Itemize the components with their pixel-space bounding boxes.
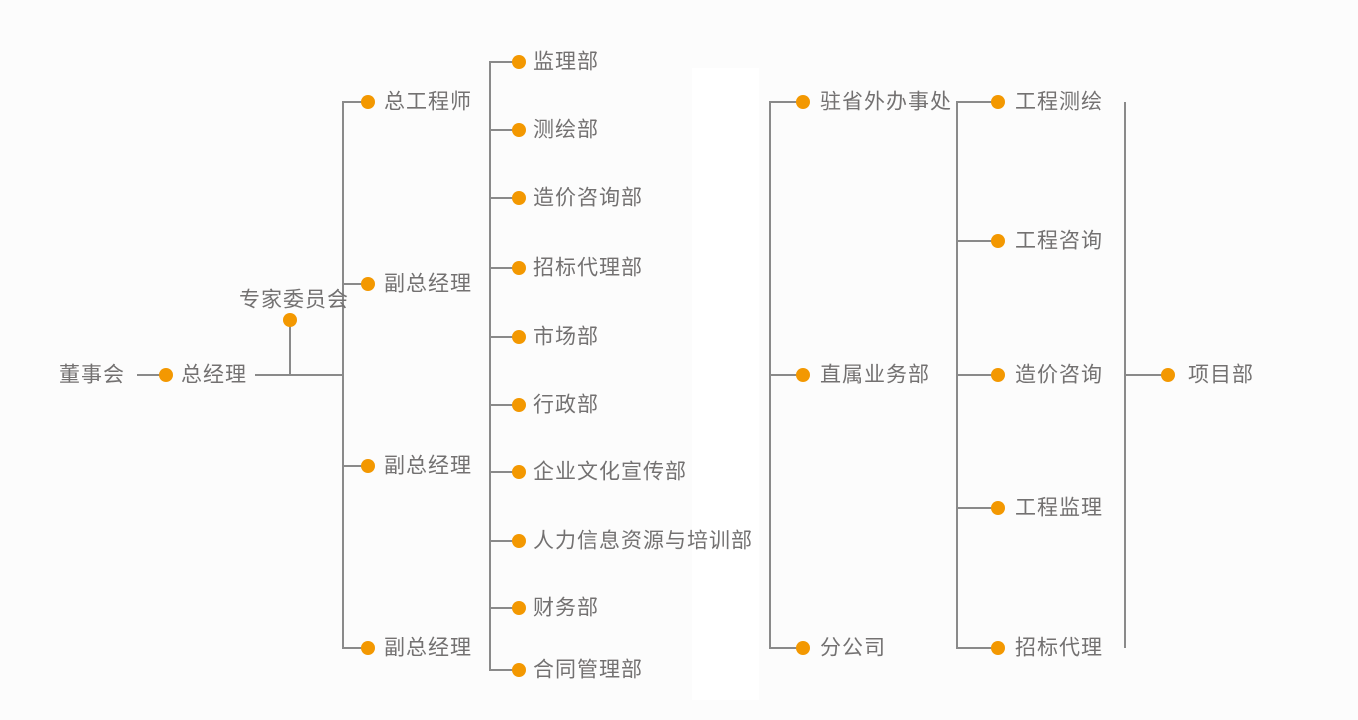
node-dot [1161, 368, 1175, 382]
node-subsidiary: 分公司 [820, 636, 886, 660]
connector-trunk-departments [489, 61, 519, 671]
node-dept-finance: 财务部 [533, 596, 599, 620]
node-dot [796, 641, 810, 655]
node-dot [512, 534, 526, 548]
connector-trunk-business-lines [956, 101, 998, 649]
node-line-surveying: 工程测绘 [1015, 90, 1103, 114]
node-dot [991, 368, 1005, 382]
node-dot [512, 261, 526, 275]
node-dot [512, 663, 526, 677]
node-dept-marketing: 市场部 [533, 325, 599, 349]
node-dot [991, 95, 1005, 109]
node-deputy-gm-2: 副总经理 [384, 454, 472, 478]
node-dept-hr-training: 人力信息资源与培训部 [533, 529, 753, 553]
node-branch-offices: 驻省外办事处 [820, 90, 952, 114]
node-dept-culture: 企业文化宣传部 [533, 460, 687, 484]
node-dot [361, 277, 375, 291]
node-dot [361, 95, 375, 109]
node-line-cost: 造价咨询 [1015, 363, 1103, 387]
node-dot [361, 459, 375, 473]
node-expert-committee: 专家委员会 [239, 288, 349, 312]
connector-project-bar [1124, 102, 1168, 648]
node-dept-cost-consulting: 造价咨询部 [533, 186, 643, 210]
node-deputy-gm-3: 副总经理 [384, 636, 472, 660]
node-dot [991, 641, 1005, 655]
node-dot [361, 641, 375, 655]
node-dot [512, 55, 526, 69]
node-chief-engineer: 总工程师 [384, 90, 472, 114]
node-dot [512, 330, 526, 344]
node-dept-contract: 合同管理部 [533, 658, 643, 682]
node-dot [796, 95, 810, 109]
node-dot [283, 313, 297, 327]
node-project-dept: 项目部 [1188, 363, 1254, 387]
node-dot [512, 191, 526, 205]
node-line-consulting: 工程咨询 [1015, 229, 1103, 253]
node-dot [512, 465, 526, 479]
node-dot [991, 234, 1005, 248]
node-dot [512, 123, 526, 137]
node-dept-surveying: 测绘部 [533, 118, 599, 142]
node-line-bidding: 招标代理 [1015, 636, 1103, 660]
node-deputy-gm-1: 副总经理 [384, 272, 472, 296]
node-line-supervision: 工程监理 [1015, 496, 1103, 520]
node-dept-bidding-agency: 招标代理部 [533, 256, 643, 280]
connector-trunk-executives [342, 101, 368, 649]
node-general-manager: 总经理 [181, 363, 247, 387]
node-dept-supervision: 监理部 [533, 50, 599, 74]
node-dept-administration: 行政部 [533, 393, 599, 417]
node-dot [159, 368, 173, 382]
background-band [692, 68, 759, 700]
node-dot [512, 398, 526, 412]
node-board: 董事会 [59, 363, 125, 387]
node-dot [512, 601, 526, 615]
node-direct-business: 直属业务部 [820, 363, 930, 387]
node-dot [796, 368, 810, 382]
node-dot [991, 501, 1005, 515]
